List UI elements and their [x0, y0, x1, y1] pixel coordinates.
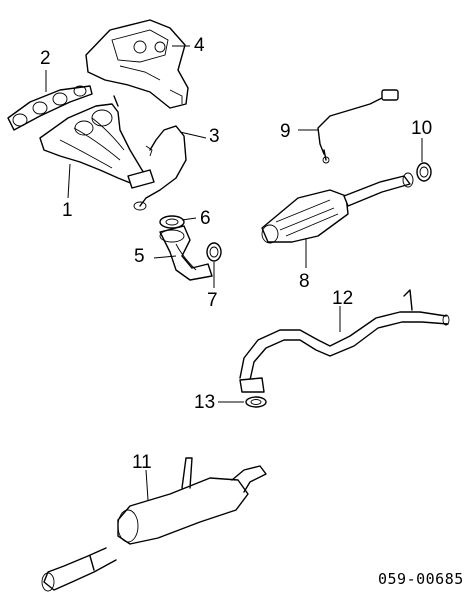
part-bottom-gasket — [239, 377, 267, 408]
part-small-gasket — [416, 162, 432, 182]
part-oxygen-sensor — [317, 89, 399, 164]
callout-4: 4 — [194, 35, 205, 56]
part-center-pipe — [239, 289, 450, 381]
part-muffler — [41, 457, 267, 592]
part-gasket — [7, 85, 93, 131]
callout-3: 3 — [209, 126, 220, 147]
callout-10: 10 — [411, 118, 432, 139]
part-ring-gasket — [206, 242, 222, 262]
callout-2: 2 — [40, 48, 51, 69]
callout-6: 6 — [200, 208, 211, 229]
callout-5: 5 — [134, 246, 145, 267]
part-sensor-wire — [133, 125, 187, 211]
callout-13: 13 — [194, 392, 215, 413]
callout-labels: 4 2 3 1 6 5 7 9 10 8 12 13 11 — [40, 35, 432, 473]
callout-12: 12 — [332, 288, 353, 309]
reference-code: 059-00685 — [378, 570, 464, 588]
callout-8: 8 — [299, 271, 310, 292]
callout-7: 7 — [207, 290, 218, 311]
part-catalytic-converter — [261, 172, 414, 244]
part-exhaust-manifold — [39, 95, 155, 189]
callout-9: 9 — [280, 121, 291, 142]
leader-lines — [45, 45, 423, 501]
part-front-pipe — [159, 225, 213, 281]
part-flange-gasket — [159, 215, 185, 229]
part-heat-shield — [85, 19, 189, 109]
callout-1: 1 — [62, 200, 73, 221]
callout-11: 11 — [132, 452, 152, 473]
